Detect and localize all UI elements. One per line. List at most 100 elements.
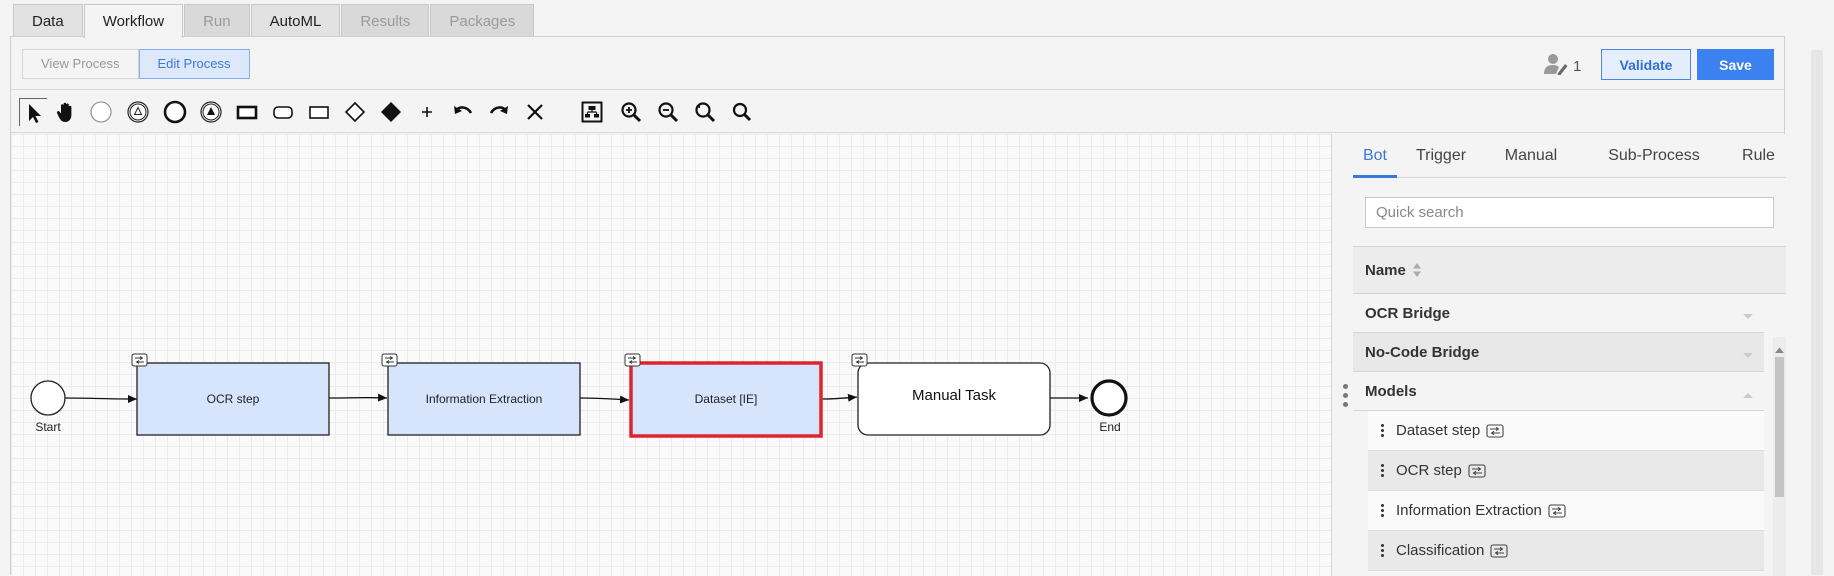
kebab-menu-icon[interactable] — [1368, 424, 1396, 437]
zoom-reset-icon[interactable] — [691, 98, 719, 126]
item-label: Dataset step — [1396, 422, 1480, 439]
group-no-code-bridge-label: No-Code Bridge — [1365, 344, 1479, 361]
end-event[interactable] — [1092, 381, 1126, 415]
task-tool-icon[interactable] — [233, 98, 261, 126]
end-event-tool-icon[interactable] — [161, 98, 189, 126]
undo-icon[interactable] — [449, 98, 477, 126]
bot-list: OCR Bridge No-Code Bridge Models Dataset… — [1353, 294, 1764, 576]
diagram-toolbar — [11, 89, 1784, 133]
validate-button[interactable]: Validate — [1601, 49, 1691, 80]
zoom-in-icon[interactable] — [617, 98, 645, 126]
page-scrollbar[interactable] — [1811, 50, 1823, 575]
step-information-extraction[interactable]: Information Extraction — [388, 363, 580, 435]
list-scrollbar-thumb[interactable] — [1775, 357, 1784, 497]
tab-data[interactable]: Data — [13, 4, 83, 37]
view-process-button[interactable]: View Process — [22, 49, 139, 79]
name-column-header[interactable]: Name — [1353, 246, 1786, 294]
step-dataset-ie[interactable]: Dataset [IE] — [631, 363, 821, 436]
step-manual-task-label: Manual Task — [912, 387, 996, 404]
tab-trigger[interactable]: Trigger — [1397, 134, 1485, 178]
chevron-up-icon — [1742, 386, 1754, 403]
palette-panel: Bot Trigger Manual Sub-Process Rule Name… — [1353, 134, 1786, 576]
tab-run[interactable]: Run — [184, 4, 250, 37]
item-label: OCR step — [1396, 462, 1462, 479]
group-models-label: Models — [1365, 383, 1417, 400]
group-ocr-bridge-label: OCR Bridge — [1365, 305, 1450, 322]
zoom-fit-icon[interactable] — [728, 98, 756, 126]
step-dataset-ie-label: Dataset [IE] — [695, 392, 758, 406]
add-tool-icon[interactable] — [413, 98, 441, 126]
save-button[interactable]: Save — [1697, 49, 1774, 80]
drag-handle-icon — [1343, 384, 1349, 407]
tab-bot[interactable]: Bot — [1353, 134, 1397, 178]
filled-gateway-tool-icon[interactable] — [377, 98, 405, 126]
zoom-out-icon[interactable] — [654, 98, 682, 126]
workflow-editor: View Process Edit Process 1 Validate Sav… — [10, 36, 1785, 575]
tab-sub-process[interactable]: Sub-Process — [1577, 134, 1731, 178]
edit-process-button[interactable]: Edit Process — [139, 49, 250, 79]
delete-icon[interactable] — [521, 98, 549, 126]
kebab-menu-icon[interactable] — [1368, 504, 1396, 517]
step-manual-marker-icon — [852, 354, 867, 366]
list-scrollbar[interactable] — [1773, 337, 1786, 576]
flow-ie-to-dataset[interactable] — [580, 398, 629, 400]
throw-event-tool-icon[interactable] — [197, 98, 225, 126]
list-item-dataset-step[interactable]: Dataset step — [1368, 411, 1764, 451]
end-event-label: End — [1099, 420, 1120, 434]
item-label: Classification — [1396, 542, 1484, 559]
step-dataset-marker-icon — [625, 354, 640, 366]
tab-automl[interactable]: AutoML — [251, 4, 341, 37]
group-ocr-bridge[interactable]: OCR Bridge — [1353, 294, 1764, 333]
group-no-code-bridge[interactable]: No-Code Bridge — [1353, 333, 1764, 372]
palette-tabs: Bot Trigger Manual Sub-Process Rule — [1353, 134, 1786, 178]
start-event-label: Start — [35, 420, 61, 434]
tab-rule[interactable]: Rule — [1731, 134, 1786, 178]
list-item-information-extraction[interactable]: Information Extraction — [1368, 491, 1764, 531]
start-event[interactable] — [31, 381, 65, 415]
hand-tool-icon[interactable] — [52, 98, 80, 126]
flow-dataset-to-manual[interactable] — [822, 397, 857, 399]
top-tab-bar: Data Workflow Run AutoML Results Package… — [13, 4, 535, 37]
process-diagram: Start OCR step Information Extraction — [11, 134, 1331, 576]
quick-search-input[interactable] — [1365, 197, 1774, 228]
group-models[interactable]: Models — [1353, 372, 1764, 411]
active-editors-count: 1 — [1573, 58, 1581, 75]
bot-step-icon — [1490, 544, 1508, 558]
list-item-classification[interactable]: Classification — [1368, 531, 1764, 571]
intermediate-event-tool-icon[interactable] — [124, 98, 152, 126]
active-editors: 1 — [1543, 53, 1581, 79]
mode-toggle: View Process Edit Process — [22, 49, 250, 79]
list-item-ocr-step[interactable]: OCR step — [1368, 451, 1764, 491]
gateway-tool-icon[interactable] — [341, 98, 369, 126]
tab-results[interactable]: Results — [341, 4, 429, 37]
step-ocr-marker-icon — [132, 354, 147, 366]
bot-step-icon — [1548, 504, 1566, 518]
editor-header: View Process Edit Process 1 Validate Sav… — [11, 37, 1784, 89]
pointer-tool-icon[interactable] — [19, 98, 47, 126]
bot-step-icon — [1486, 424, 1504, 438]
name-column-label: Name — [1365, 262, 1406, 279]
subprocess-tool-icon[interactable] — [269, 98, 297, 126]
tab-workflow[interactable]: Workflow — [84, 4, 183, 38]
start-event-tool-icon[interactable] — [87, 98, 115, 126]
step-manual-task[interactable]: Manual Task — [858, 363, 1050, 435]
tab-packages[interactable]: Packages — [430, 4, 534, 37]
flow-start-to-ocr[interactable] — [65, 398, 137, 399]
kebab-menu-icon[interactable] — [1368, 464, 1396, 477]
layout-icon[interactable] — [578, 98, 606, 126]
tab-manual[interactable]: Manual — [1485, 134, 1577, 178]
step-information-extraction-label: Information Extraction — [426, 392, 543, 406]
user-edit-icon — [1543, 53, 1569, 79]
redo-icon[interactable] — [485, 98, 513, 126]
chevron-down-icon — [1742, 347, 1754, 364]
frame-tool-icon[interactable] — [305, 98, 333, 126]
step-ocr-label: OCR step — [207, 392, 260, 406]
kebab-menu-icon[interactable] — [1368, 544, 1396, 557]
bot-step-icon — [1468, 464, 1486, 478]
item-label: Information Extraction — [1396, 502, 1542, 519]
step-ocr[interactable]: OCR step — [137, 363, 329, 435]
sort-icon[interactable] — [1412, 262, 1422, 278]
diagram-canvas[interactable]: Start OCR step Information Extraction — [11, 134, 1331, 576]
chevron-down-icon — [1742, 308, 1754, 325]
step-ie-marker-icon — [382, 354, 397, 366]
